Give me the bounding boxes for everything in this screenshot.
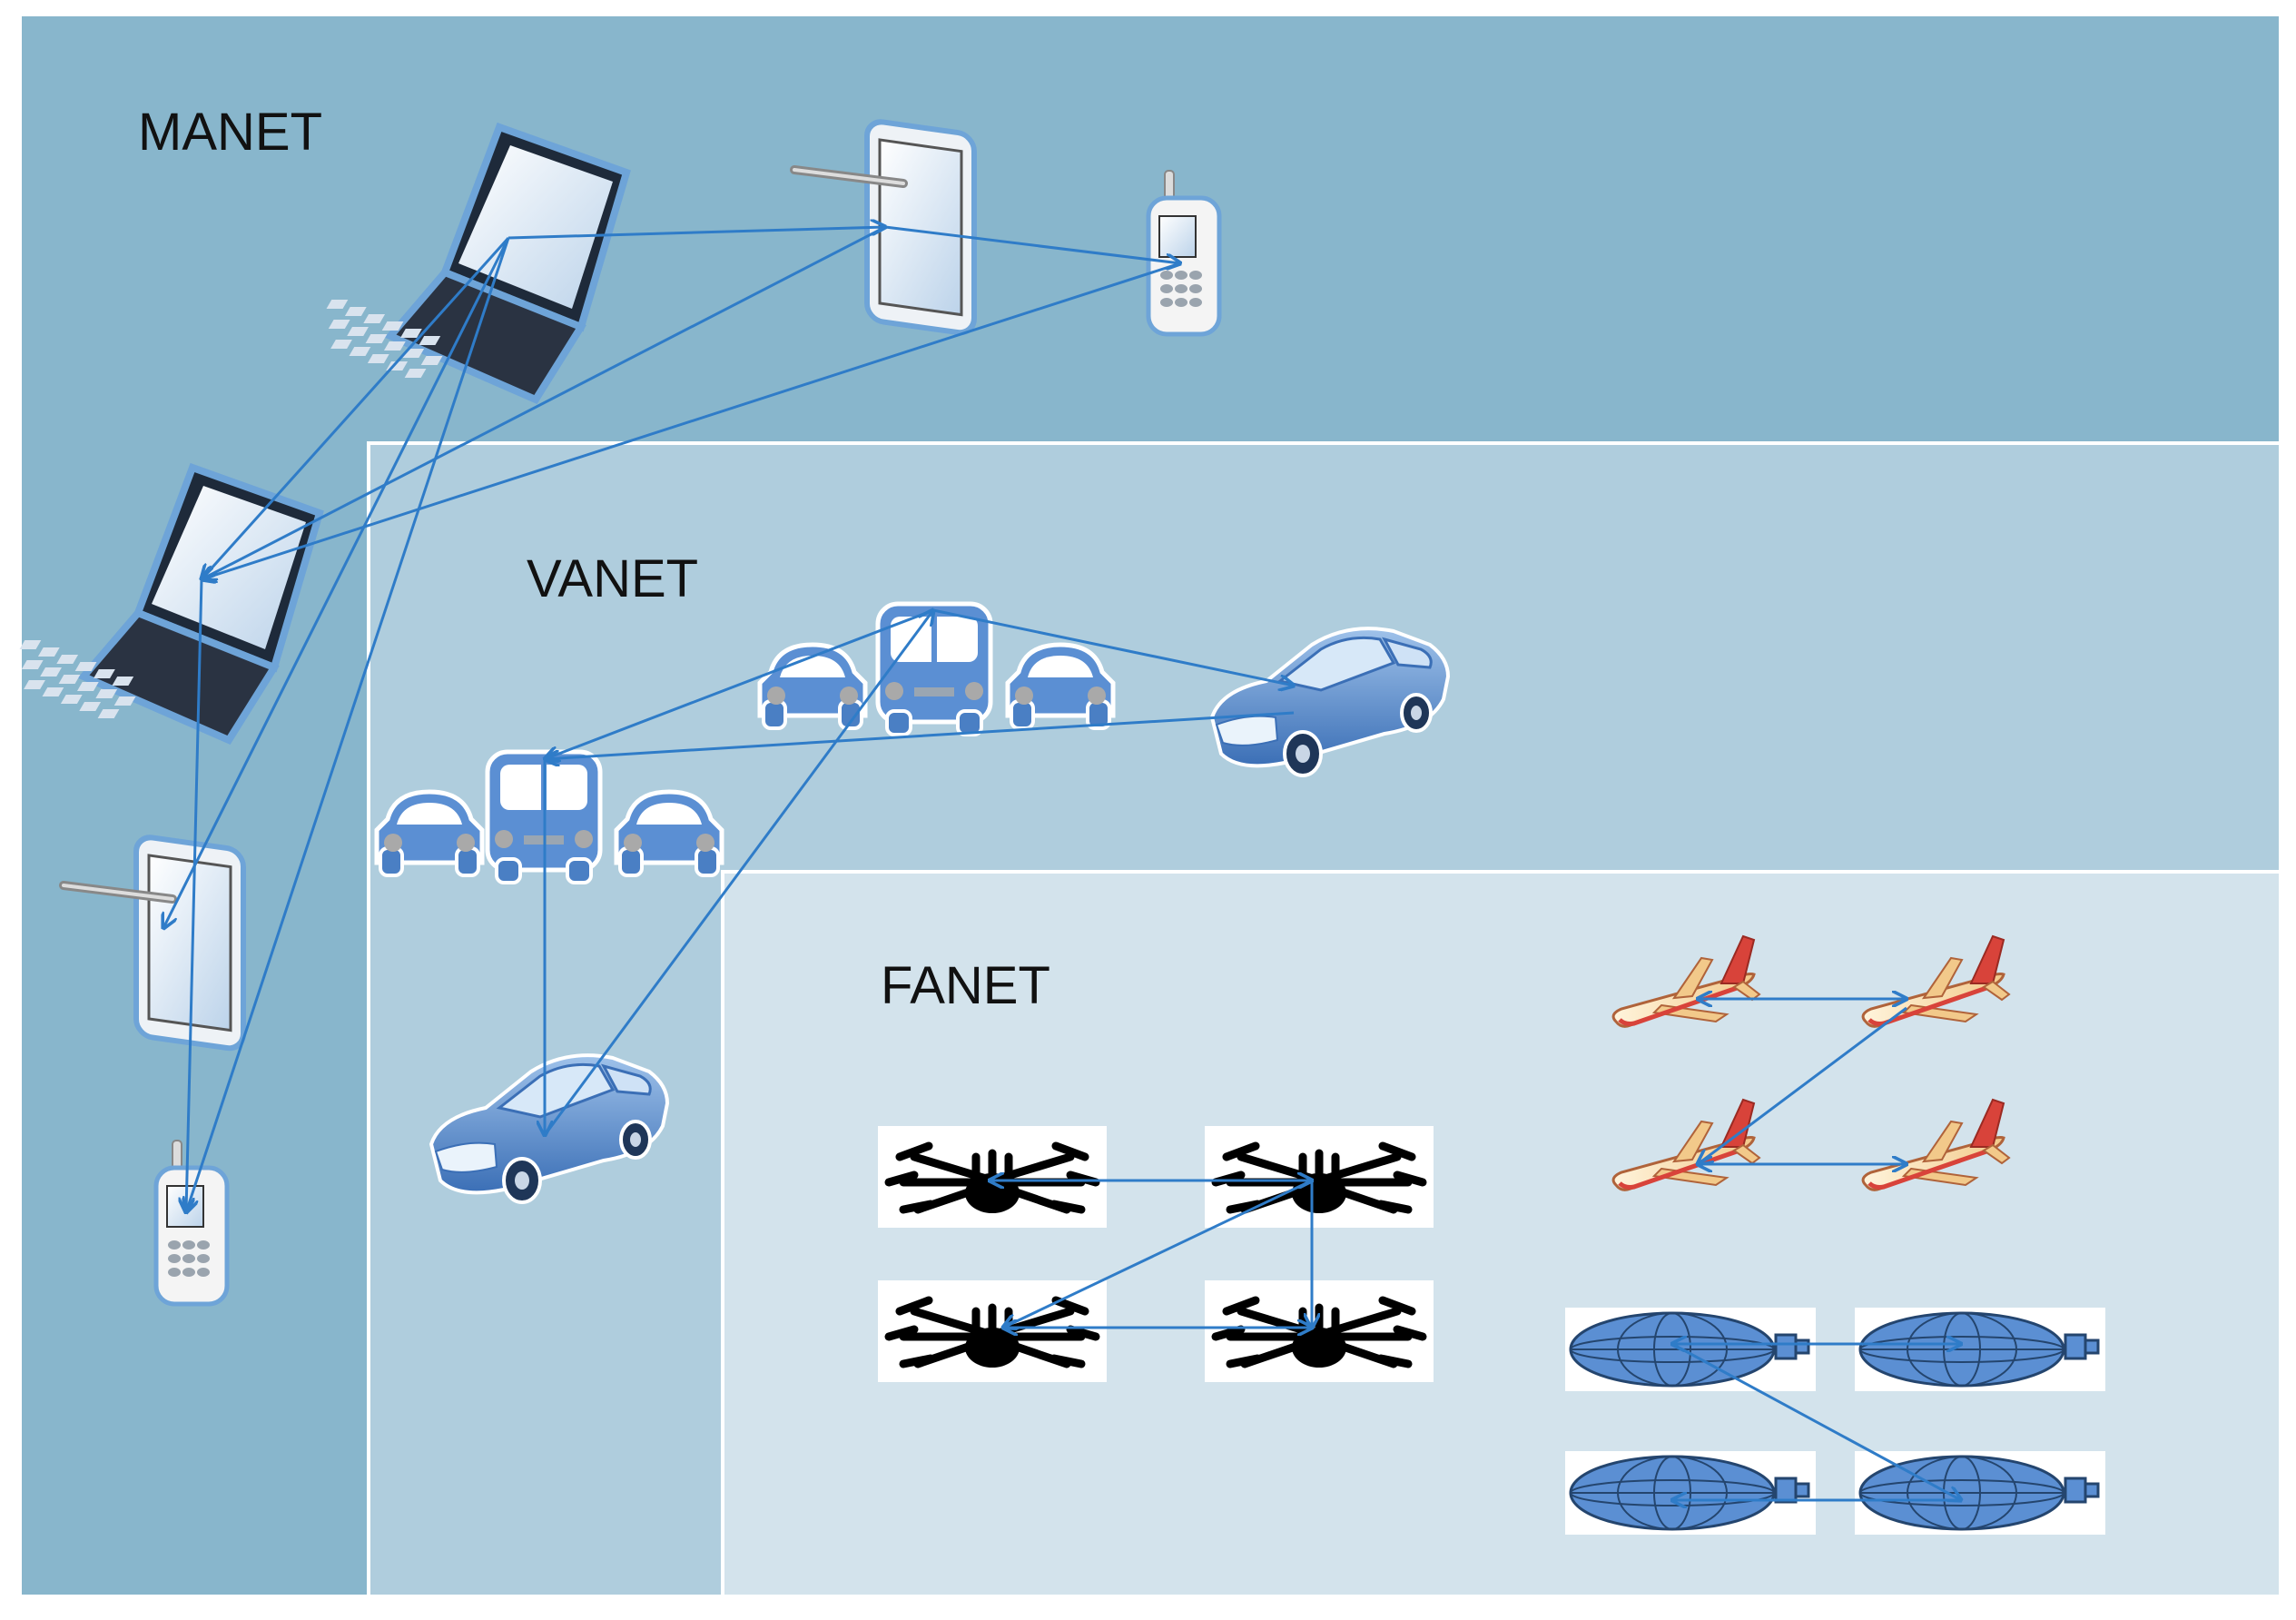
link [545, 711, 1295, 759]
communication-links [163, 227, 1961, 1500]
airship-icon [1563, 1449, 1818, 1536]
link [1671, 1342, 1961, 1500]
link [202, 236, 510, 579]
link [1698, 1006, 1907, 1164]
link [543, 610, 933, 1136]
drone-icon [1205, 1126, 1434, 1228]
car-icon [377, 792, 482, 875]
airship-icon [1853, 1306, 2107, 1393]
link [202, 225, 886, 579]
link [186, 237, 510, 1212]
drone-icon [878, 1126, 1107, 1228]
link [1003, 1179, 1313, 1328]
link [186, 578, 203, 1212]
bus-icon [878, 604, 990, 735]
airplane-icon [1857, 931, 2013, 1038]
airplane-icon [1607, 931, 1763, 1038]
drone-icon [1205, 1280, 1434, 1382]
link [932, 608, 1294, 686]
car-icon [616, 792, 722, 875]
car-icon [1008, 645, 1113, 728]
airplane-icon [1857, 1094, 2013, 1201]
link [163, 237, 510, 928]
manet-label: MANET [138, 103, 322, 162]
fanet-label: FANET [881, 956, 1050, 1015]
airplane-icon [1607, 1094, 1763, 1201]
link [545, 608, 934, 759]
link [507, 227, 885, 240]
vanet-label: VANET [527, 549, 698, 608]
airship-icon [1563, 1306, 1818, 1393]
link [884, 225, 1180, 263]
